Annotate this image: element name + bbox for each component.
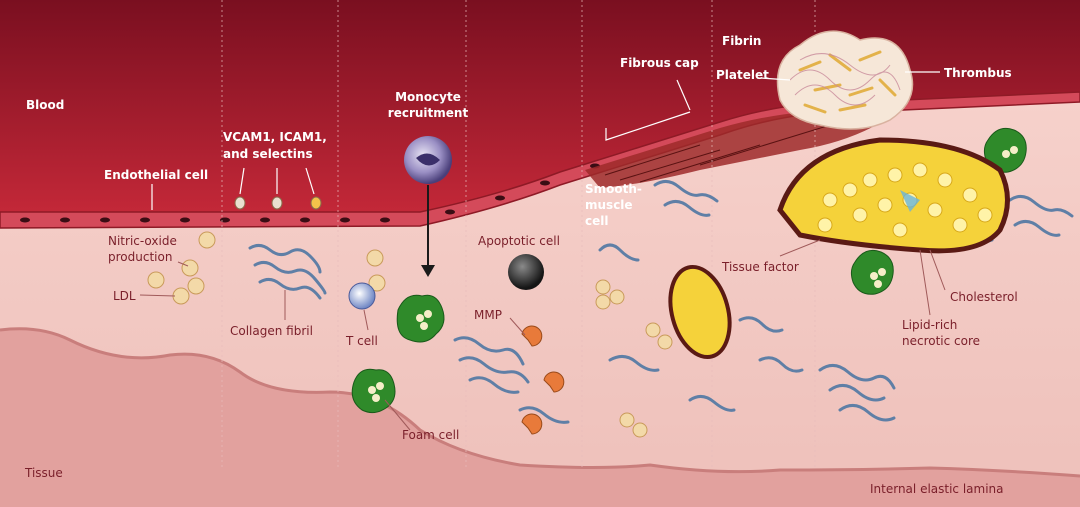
cholesterol-label: Cholesterol bbox=[950, 290, 1018, 304]
media-layer bbox=[0, 328, 1080, 507]
apoptotic-cell-label: Apoptotic cell bbox=[478, 234, 560, 248]
ldl-particles bbox=[147, 231, 673, 438]
mmp-label: MMP bbox=[474, 308, 502, 322]
collagen-fibril-label: Collagen fibril bbox=[230, 324, 313, 338]
cholesterol-droplets bbox=[817, 162, 993, 238]
fibrin-label: Fibrin bbox=[722, 34, 762, 48]
internal-elastic-lamina-label: Internal elastic lamina bbox=[870, 482, 1004, 496]
lipid-body bbox=[668, 264, 732, 360]
t-cell bbox=[348, 282, 376, 310]
platelets bbox=[798, 50, 897, 114]
tissue-label: Tissue bbox=[25, 466, 63, 480]
endothelial-nuclei bbox=[20, 163, 600, 223]
lipid-core-label-line1: Lipid-rich bbox=[902, 318, 958, 332]
thrombus-label: Thrombus bbox=[944, 66, 1012, 80]
ldl-label: LDL bbox=[113, 289, 136, 303]
t-cell-label: T cell bbox=[346, 334, 378, 348]
collagen-fibrils bbox=[248, 180, 1074, 424]
fibrous-cap-striations bbox=[604, 121, 841, 183]
blood-label: Blood bbox=[26, 98, 65, 112]
nitric-oxide-label-line1: Nitric-oxide bbox=[108, 234, 177, 248]
foam-cells bbox=[351, 127, 1027, 414]
vcam-label-line2: and selectins bbox=[223, 147, 313, 161]
leader-lines-dark bbox=[139, 239, 946, 431]
fibrin-strands bbox=[789, 53, 901, 106]
nitric-oxide-label-line2: production bbox=[108, 250, 173, 264]
adhesion-molecules bbox=[234, 196, 322, 210]
leader-lines-white bbox=[151, 71, 940, 210]
mmp-enzymes bbox=[521, 325, 565, 435]
apoptotic-cell bbox=[508, 254, 544, 290]
tissue-factor-label: Tissue factor bbox=[722, 260, 799, 274]
monocyte-label-line1: Monocyte bbox=[395, 90, 461, 104]
thrombus bbox=[776, 30, 914, 130]
smooth-muscle-label-line2: muscle bbox=[585, 198, 633, 212]
monocyte-label-line2: recruitment bbox=[387, 106, 469, 120]
cholesterol-crystal bbox=[900, 190, 920, 212]
vcam-label-line1: VCAM1, ICAM1, bbox=[223, 130, 327, 144]
internal-elastic-lamina-line bbox=[0, 327, 1080, 478]
platelet-label: Platelet bbox=[716, 68, 769, 82]
fibrous-cap bbox=[585, 109, 900, 188]
smooth-muscle-label-line3: cell bbox=[585, 214, 609, 228]
recruitment-arrowhead bbox=[421, 265, 435, 277]
endothelial-layer bbox=[0, 91, 1080, 229]
fibrous-cap-label: Fibrous cap bbox=[620, 56, 699, 70]
necrotic-core bbox=[777, 137, 1010, 254]
smooth-muscle-label-line1: Smooth- bbox=[585, 182, 642, 196]
endothelial-cell-label: Endothelial cell bbox=[104, 168, 209, 182]
lipid-core-label-line2: necrotic core bbox=[902, 334, 981, 348]
foam-cell-label: Foam cell bbox=[402, 428, 460, 442]
monocyte-nucleus bbox=[416, 153, 440, 166]
